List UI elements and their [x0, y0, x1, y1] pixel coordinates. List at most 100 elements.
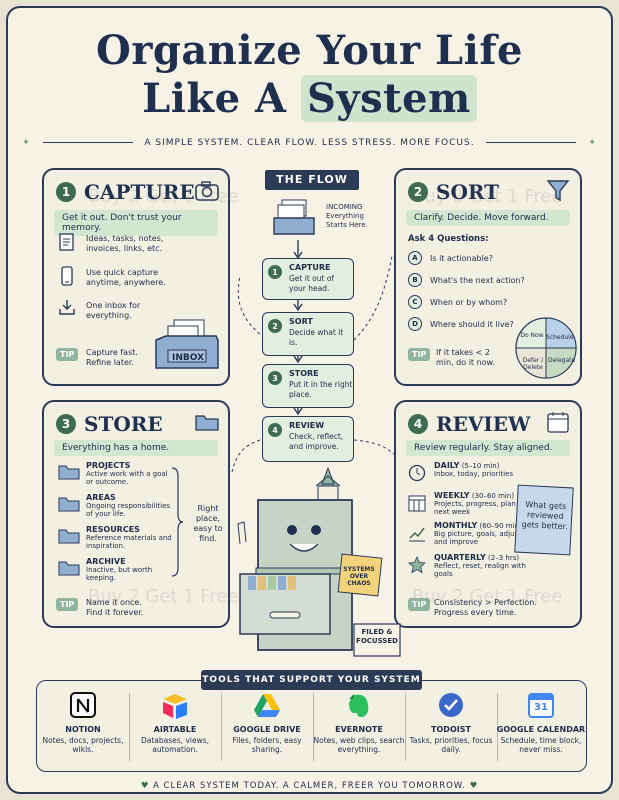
tool-name: GOOGLE CALENDAR	[496, 725, 586, 734]
decision-pie-chart	[515, 317, 577, 379]
sort-card: 2 SORT Clarify. Decide. Move forward. As…	[394, 168, 582, 386]
tools-banner: TOOLS THAT SUPPORT YOUR SYSTEM	[201, 670, 422, 690]
phone-icon	[61, 266, 73, 286]
sticky-note: What gets reviewed gets better.	[514, 484, 574, 556]
question-text: What's the next action?	[430, 276, 525, 285]
title-system-highlight: System	[300, 75, 477, 122]
calendar-grid-icon	[408, 495, 426, 512]
question-letter: B	[408, 273, 422, 287]
review-desc: Big picture, goals, adjust and improve	[434, 530, 521, 546]
flow-step-desc: Put it in the right place.	[289, 380, 353, 399]
tool-google-drive: GOOGLE DRIVE Files, folders, easy sharin…	[221, 691, 313, 754]
footer-text: A CLEAR SYSTEM TODAY. A CALMER, FREER YO…	[153, 781, 466, 791]
pie-label-delegate: Delegate	[548, 357, 576, 364]
infographic-page: Organize Your Life Like A System ✦ A SIM…	[6, 6, 613, 794]
google-drive-icon	[254, 694, 280, 717]
flow-step-sort: 2 SORT Decide what it is.	[262, 312, 354, 356]
sort-tip: If it takes < 2 min, do it now.	[436, 348, 495, 367]
review-desc: Inbox, today, priorities	[434, 470, 513, 478]
flow-step-number: 1	[268, 265, 282, 279]
divider	[42, 142, 133, 143]
folder-desc: Inactive, but worth keeping.	[86, 566, 153, 582]
review-time: (5–10 min)	[461, 462, 500, 470]
step-number: 3	[56, 414, 76, 434]
capture-item: One inbox for everything.	[86, 301, 141, 320]
sparkle-icon: ✦	[22, 138, 31, 148]
bracket-note: Right place, easy to find.	[193, 504, 223, 543]
tool-airtable: AIRTABLE Databases, views, automation.	[129, 691, 221, 754]
review-item: DAILY (5–10 min)Inbox, today, priorities	[434, 461, 526, 479]
review-name: DAILY	[434, 461, 460, 470]
question-letter: A	[408, 251, 422, 265]
tagline-text: A SIMPLE SYSTEM. CLEAR FLOW. LESS STRESS…	[144, 138, 475, 148]
pie-label-do-now: Do Now	[520, 332, 544, 339]
tip-badge: TIP	[56, 598, 79, 611]
evernote-icon	[349, 694, 369, 718]
review-item: WEEKLY (30–60 min)Projects, progress, pl…	[434, 491, 526, 517]
growth-chart-icon	[409, 527, 425, 542]
cabinet-sign: SYSTEMS OVER CHAOS	[343, 566, 375, 587]
pie-label-defer: Defer / Delete	[522, 357, 544, 371]
tools-panel: NOTION Notes, docs, projects, wikis. AIR…	[36, 680, 587, 772]
incoming-label: INCOMING Everything Starts Here.	[326, 203, 368, 229]
tool-desc: Notes, web clips, search everything.	[313, 736, 405, 754]
tool-desc: Notes, docs, projects, wikis.	[42, 736, 124, 754]
tool-desc: Files, folders, easy sharing.	[232, 736, 302, 754]
folder-desc: Ongoing responsibilities of your life.	[86, 502, 171, 518]
review-item: QUARTERLY (2–3 hrs)Reflect, reset, reali…	[434, 554, 526, 579]
folder-icon	[58, 497, 80, 512]
title-line-1: Organize Your Life	[96, 27, 523, 74]
flow-step-title: REVIEW	[289, 421, 325, 430]
tool-todoist: TODOIST Tasks, priorities, focus daily.	[405, 691, 497, 754]
inbox-label: INBOX	[172, 353, 205, 363]
tool-desc: Databases, views, automation.	[140, 736, 210, 754]
todoist-check-icon	[439, 693, 463, 717]
flow-step-desc: Decide what it is.	[289, 328, 344, 347]
flow-step-store: 3 STORE Put it in the right place.	[262, 364, 354, 408]
review-card: 4 REVIEW Review regularly. Stay aligned.…	[394, 400, 582, 628]
tool-notion: NOTION Notes, docs, projects, wikis.	[37, 691, 129, 754]
folder-icon	[58, 561, 80, 576]
question-letter: D	[408, 317, 422, 331]
capture-item: Use quick capture anytime, anywhere.	[86, 268, 166, 287]
sticky-note-text: What gets reviewed gets better.	[521, 500, 568, 532]
pie-label-schedule: Schedule	[546, 334, 574, 341]
tip-badge: TIP	[56, 348, 79, 361]
step-number: 1	[56, 182, 76, 202]
divider	[486, 142, 577, 143]
review-name: MONTHLY	[434, 521, 478, 530]
inbox-tray-icon	[155, 319, 219, 369]
card-title: CAPTURE	[84, 180, 195, 204]
review-time: (30–60 min)	[471, 492, 515, 500]
store-tip: Name it once. Find it forever.	[86, 598, 144, 617]
capture-band: Get it out. Don't trust your memory.	[54, 210, 218, 236]
review-name: WEEKLY	[434, 491, 470, 500]
tip-badge: TIP	[408, 348, 431, 361]
folder-icon	[58, 529, 80, 544]
tool-name: AIRTABLE	[153, 725, 197, 734]
calendar-icon	[547, 412, 569, 433]
tool-name: GOOGLE DRIVE	[233, 725, 301, 734]
review-time: (60–90 min)	[479, 522, 522, 530]
capture-tip: Capture fast. Refine later.	[86, 348, 138, 367]
flow-step-number: 4	[268, 423, 282, 437]
divider	[405, 693, 406, 761]
flow-title: THE FLOW	[265, 170, 359, 190]
question-text: Is it actionable?	[430, 254, 493, 263]
divider	[497, 693, 498, 761]
folder-icon	[58, 465, 80, 480]
store-band: Everything has a home.	[54, 440, 218, 456]
tool-desc: Tasks, priorities, focus daily.	[409, 736, 493, 754]
flow-step-title: CAPTURE	[289, 263, 331, 272]
capture-card: 1 CAPTURE Get it out. Don't trust your m…	[42, 168, 230, 386]
folder-name: PROJECTS	[86, 461, 131, 470]
flow-step-number: 3	[268, 371, 282, 385]
funnel-icon	[546, 180, 570, 202]
divider	[313, 693, 314, 761]
divider	[221, 693, 222, 761]
filed-stamp: FILED & FOCUSSED	[356, 628, 398, 645]
